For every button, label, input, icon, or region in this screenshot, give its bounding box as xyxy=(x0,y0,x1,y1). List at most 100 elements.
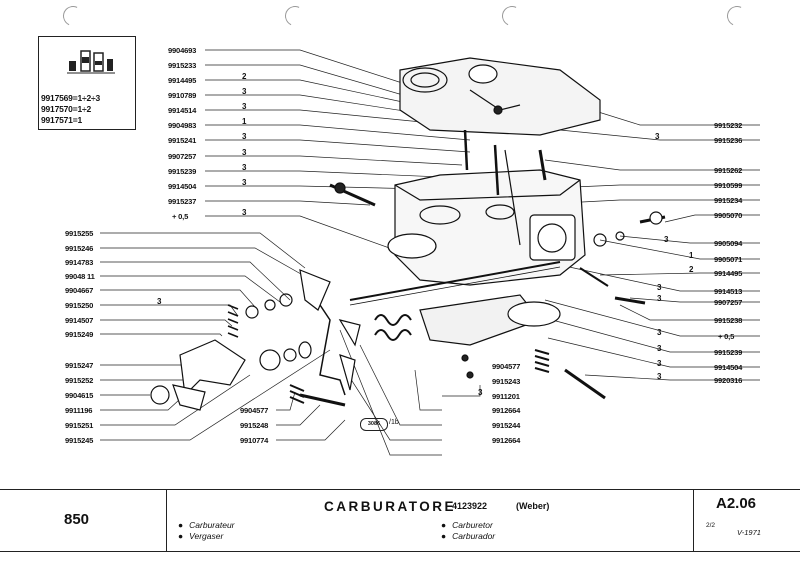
quantity-label: 3 xyxy=(242,178,247,187)
table-code: A2.06 xyxy=(716,495,757,512)
quantity-label: 3 xyxy=(157,297,162,306)
footer-divider xyxy=(693,489,694,551)
part-number-label: 9915246 xyxy=(65,244,94,253)
part-number-label: 9907257 xyxy=(714,298,743,307)
translation-label: ●Carburateur xyxy=(178,520,235,530)
kit-inset-box: 9917569=1÷2÷3 9917570=1÷2 9917571=1 xyxy=(38,36,136,130)
drawing-stamp: 3086 xyxy=(360,418,388,431)
footer-divider xyxy=(166,489,167,551)
part-number-label: 9904667 xyxy=(65,286,94,295)
quantity-label: 3 xyxy=(655,132,660,141)
part-number-label: 9914507 xyxy=(65,316,94,325)
inset-line: 9917570=1÷2 xyxy=(41,104,91,114)
part-number-label: 9907257 xyxy=(168,152,197,161)
part-number-label: 9915241 xyxy=(168,136,197,145)
edition-date: V-1971 xyxy=(737,528,761,537)
part-number-label: 9912664 xyxy=(492,406,521,415)
part-number-label: 9914504 xyxy=(168,182,197,191)
part-number-label: 9915237 xyxy=(168,197,197,206)
part-number-label: 9915251 xyxy=(65,421,94,430)
model-number: 850 xyxy=(64,511,90,528)
part-number-label: 9911201 xyxy=(492,392,520,401)
footer-bottom-rule xyxy=(0,551,800,552)
quantity-label: 3 xyxy=(657,328,662,337)
part-number-label: + 0,5 xyxy=(172,212,189,221)
part-number-label: 99048 11 xyxy=(65,272,95,281)
bullet-icon: ● xyxy=(178,531,184,541)
bullet-icon: ● xyxy=(178,520,184,530)
quantity-label: 3 xyxy=(657,283,662,292)
part-number-label: 9915233 xyxy=(168,61,197,70)
part-number-label: 9910774 xyxy=(240,436,269,445)
part-number-label: 9910599 xyxy=(714,181,743,190)
part-number-label: 9914495 xyxy=(714,269,743,278)
quantity-label: 3 xyxy=(664,235,669,244)
translation-label: ●Carburetor xyxy=(441,520,493,530)
part-number-label: 9905094 xyxy=(714,239,743,248)
part-number-label: 9915239 xyxy=(168,167,197,176)
part-number-label: 9915244 xyxy=(492,421,521,430)
part-number-label: 9914504 xyxy=(714,363,743,372)
part-number-label: 9915239 xyxy=(714,348,743,357)
part-number-label: 9904983 xyxy=(168,121,197,130)
part-number-label: 9915238 xyxy=(714,316,743,325)
part-number-label: 9920316 xyxy=(714,376,743,385)
footer-top-rule xyxy=(0,489,800,490)
part-number-label: 9915262 xyxy=(714,166,743,175)
quantity-label: 3 xyxy=(657,372,662,381)
inset-line: 9917569=1÷2÷3 xyxy=(41,93,100,103)
quantity-label: 3 xyxy=(478,388,483,397)
quantity-label: 1 xyxy=(689,251,694,260)
part-number-label: 9915248 xyxy=(240,421,269,430)
quantity-label: 3 xyxy=(242,132,247,141)
part-number-label: 9915250 xyxy=(65,301,94,310)
exploded-view-drawing xyxy=(100,49,760,456)
part-number-label: 9904615 xyxy=(65,391,94,400)
part-number-label: 9904693 xyxy=(168,46,197,55)
part-number-label: 9904577 xyxy=(240,406,269,415)
manufacturer: (Weber) xyxy=(516,501,550,511)
page-indicator: 2/2 xyxy=(706,522,716,529)
part-number-label: 9914783 xyxy=(65,258,94,267)
drawing-stamp-suffix: /1b xyxy=(389,419,399,426)
part-number-label: 9915236 xyxy=(714,136,743,145)
repair-kit-icon xyxy=(67,50,115,74)
part-number-label: 9914513 xyxy=(714,287,743,296)
part-number-label: + 0,5 xyxy=(718,332,735,341)
part-number-label: 9912664 xyxy=(492,436,521,445)
assembly-part-number: 4123922 xyxy=(452,501,488,511)
part-number-label: 9910789 xyxy=(168,91,197,100)
quantity-label: 3 xyxy=(242,87,247,96)
inset-line: 9917571=1 xyxy=(41,115,82,125)
translation-label: ●Carburador xyxy=(441,531,496,541)
quantity-label: 3 xyxy=(657,359,662,368)
catalog-footer: 850 CARBURATORE 4123922 (Weber) ●Carbura… xyxy=(0,489,800,569)
part-number-label: 9915247 xyxy=(65,361,94,370)
quantity-label: 3 xyxy=(242,148,247,157)
quantity-label: 3 xyxy=(242,208,247,217)
quantity-label: 2 xyxy=(689,265,694,274)
part-number-label: 9905071 xyxy=(714,255,743,264)
part-number-label: 9915243 xyxy=(492,377,521,386)
part-number-label: 9915255 xyxy=(65,229,94,238)
part-number-label: 9914514 xyxy=(168,106,197,115)
bullet-icon: ● xyxy=(441,531,447,541)
quantity-label: 2 xyxy=(242,72,247,81)
part-number-label: 9911196 xyxy=(65,406,93,415)
part-number-label: 9915234 xyxy=(714,196,743,205)
quantity-label: 3 xyxy=(657,294,662,303)
part-number-label: 9915232 xyxy=(714,121,743,130)
quantity-label: 3 xyxy=(657,344,662,353)
part-number-label: 9905070 xyxy=(714,211,743,220)
part-number-label: 9914495 xyxy=(168,76,197,85)
bullet-icon: ● xyxy=(441,520,447,530)
page-title: CARBURATORE xyxy=(324,499,456,514)
part-number-label: 9904577 xyxy=(492,362,521,371)
quantity-label: 3 xyxy=(242,102,247,111)
quantity-label: 3 xyxy=(242,163,247,172)
part-number-label: 9915249 xyxy=(65,330,94,339)
part-number-label: 9915245 xyxy=(65,436,94,445)
part-number-label: 9915252 xyxy=(65,376,94,385)
quantity-label: 1 xyxy=(242,117,247,126)
